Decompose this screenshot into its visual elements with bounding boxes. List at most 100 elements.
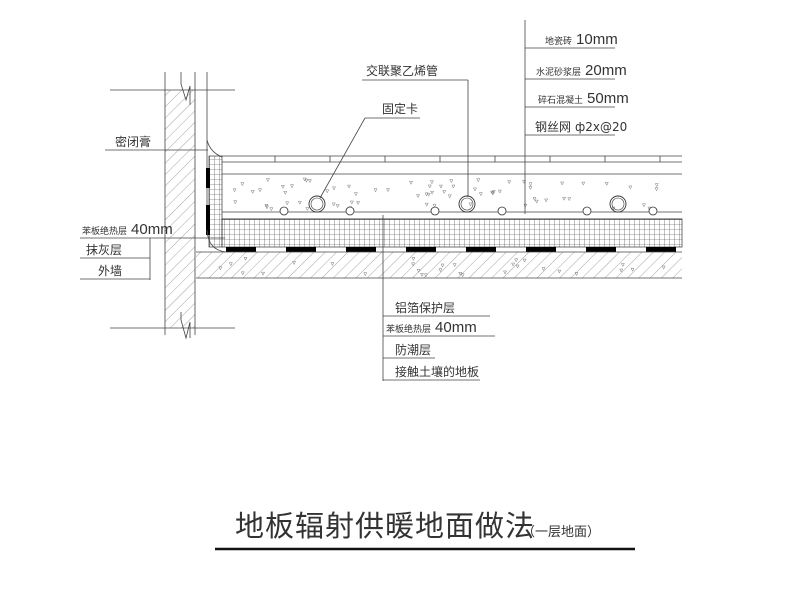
- aggregate-mark: [243, 256, 248, 261]
- drawing-title: 地板辐射供暖地面做法 （一层地面）: [215, 509, 635, 551]
- aggregate-mark: [473, 187, 477, 192]
- aggregate-mark: [302, 177, 307, 182]
- moisture-barrier-segment: [646, 247, 676, 252]
- aggregate-mark: [654, 183, 659, 188]
- aggregate-mark: [604, 182, 609, 186]
- aggregate-mark: [491, 191, 495, 196]
- aggregate-mark: [460, 273, 465, 278]
- aggregate-mark: [420, 273, 424, 277]
- aggregate-mark: [528, 186, 533, 190]
- aggregate-mark: [411, 257, 416, 261]
- aggregate-mark: [258, 188, 262, 193]
- aggregate-mark: [285, 201, 290, 206]
- aggregate-mark: [562, 196, 566, 201]
- layer-value: 20mm: [585, 62, 627, 79]
- aggregate-mark: [642, 203, 646, 208]
- aggregate-mark: [514, 258, 519, 263]
- aggregate-mark: [349, 200, 354, 205]
- layer-name: 水泥砂浆层: [536, 66, 581, 78]
- aggregate-mark: [265, 205, 269, 210]
- aggregate-mark: [528, 182, 533, 187]
- aggregate-mark: [574, 272, 579, 277]
- aggregate-mark: [476, 178, 481, 183]
- aggregate-mark: [354, 192, 358, 197]
- pipe-clip: [430, 206, 440, 216]
- aggregate-mark: [430, 190, 434, 195]
- aggregate-mark: [331, 202, 336, 207]
- plaster-label: 抹灰层: [86, 243, 122, 257]
- layer-name: 碎石混凝土: [538, 94, 583, 106]
- moisture-barrier-segment: [466, 247, 496, 252]
- aggregate-mark: [620, 263, 625, 268]
- aggregate-mark: [661, 265, 666, 270]
- aggregate-mark: [250, 190, 255, 194]
- aggregate-mark: [478, 192, 483, 197]
- sealant-fillet: [206, 139, 223, 158]
- aggregate-mark: [442, 190, 447, 194]
- aggregate-mark: [532, 197, 537, 201]
- aggregate-mark: [619, 268, 624, 273]
- break-mark-top: [180, 72, 191, 105]
- aggregate-mark: [451, 184, 456, 189]
- aggregate-mark: [522, 258, 527, 263]
- exterior-wall-label: 外墙: [98, 264, 122, 278]
- left-callouts: 密闭膏 苯板绝热层 40mm 抹灰层 外墙: [80, 134, 225, 280]
- pipe-clip: [497, 206, 507, 216]
- aggregate-mark: [240, 182, 245, 187]
- floor-layers: [196, 155, 683, 279]
- pipe-clip: [582, 206, 592, 216]
- aggregate-mark: [292, 261, 296, 266]
- aggregate-mark: [452, 263, 457, 268]
- aggregate-mark: [304, 178, 309, 183]
- aggregate-mark: [269, 207, 274, 212]
- aggregate-mark: [541, 267, 546, 272]
- insulation-label: 苯板绝热层: [82, 225, 127, 237]
- clip-label: 固定卡: [382, 101, 418, 116]
- aggregate-mark: [424, 192, 429, 197]
- aggregate-mark: [544, 198, 549, 203]
- foil-label: 铝箔保护层: [395, 300, 455, 315]
- aggregate-mark: [280, 185, 285, 189]
- exterior-wall: [110, 72, 235, 340]
- moisture-barrier-segment: [586, 247, 616, 252]
- aggregate-mark: [560, 181, 565, 186]
- aggregate-mark: [218, 266, 223, 271]
- aggregate-mark: [567, 197, 572, 202]
- moisture-barrier-segment: [406, 247, 436, 252]
- aggregate-mark: [581, 181, 586, 186]
- aggregate-mark: [440, 263, 445, 268]
- heating-pipe: [458, 195, 476, 213]
- heating-pipe: [609, 195, 627, 213]
- aggregate-mark: [240, 271, 245, 276]
- aggregate-mark: [654, 187, 659, 192]
- aggregate-mark: [283, 191, 288, 195]
- aggregate-mark: [297, 200, 302, 205]
- aggregate-mark: [356, 201, 360, 205]
- moisture-barrier-segment: [226, 247, 256, 252]
- moisture-barrier-segment: [346, 247, 376, 252]
- aggregate-mark: [305, 207, 310, 212]
- aggregate-mark: [507, 180, 512, 185]
- aggregate-mark: [447, 194, 452, 199]
- aggregate-mark: [424, 202, 429, 207]
- aggregate-mark: [438, 268, 443, 273]
- pipe-clip: [648, 206, 658, 216]
- insulation-value: 40mm: [131, 221, 173, 238]
- layer-value: ф2x@20: [575, 120, 627, 134]
- moisture-barrier-segment: [286, 247, 316, 252]
- aggregate-mark: [557, 269, 562, 274]
- layer-name: 地瓷砖: [545, 35, 572, 47]
- pipe-clip: [345, 206, 355, 216]
- aggregate-mark: [534, 199, 539, 204]
- pipe-clip: [279, 206, 289, 216]
- pipe-callout: 交联聚乙烯管 固定卡: [319, 63, 469, 199]
- moisture-barrier-segment: [526, 247, 556, 252]
- sealant-label: 密闭膏: [115, 134, 151, 149]
- heating-pipe-inner: [310, 197, 324, 211]
